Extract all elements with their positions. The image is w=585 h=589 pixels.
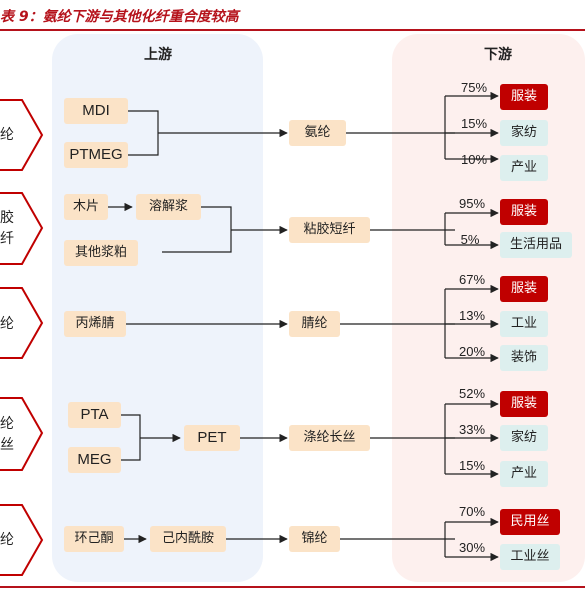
output-row3-industry: 工业: [500, 311, 548, 337]
title-rule: [0, 29, 585, 31]
share-row3-1: 67%: [458, 272, 486, 287]
raw-material-cyclohexanone: 环己酮: [64, 526, 124, 552]
bottom-rule: [0, 586, 585, 588]
share-row5-2: 30%: [458, 540, 486, 555]
share-row3-3: 20%: [458, 344, 486, 359]
output-row3-decoration: 装饰: [500, 345, 548, 371]
hexagon-row4: [0, 397, 44, 471]
output-row3-apparel: 服装: [500, 276, 548, 302]
downstream-header: 下游: [484, 47, 512, 63]
hexagon-row5: [0, 504, 44, 576]
product-spandex: 氨纶: [289, 120, 346, 146]
figure-title: 表 9：氨纶下游与其他化纤重合度较高: [0, 9, 239, 25]
share-row5-1: 70%: [458, 504, 486, 519]
fiber-hexagons: [0, 99, 44, 576]
hexagon-row1: [0, 99, 44, 171]
raw-material-wood-chips: 木片: [64, 194, 108, 220]
product-polyester-filament: 涤纶长丝: [289, 425, 370, 451]
output-row4-apparel: 服装: [500, 391, 548, 417]
intermediate-pet: PET: [184, 425, 240, 451]
raw-material-acrylonitrile: 丙烯腈: [64, 311, 126, 337]
output-row1-home-textile: 家纺: [500, 120, 548, 146]
share-row2-2: 5%: [460, 232, 480, 247]
output-row1-apparel: 服装: [500, 84, 548, 110]
fiber-label-row2-line1: 胶: [0, 210, 14, 226]
share-row4-1: 52%: [458, 386, 486, 401]
output-row5-civil-yarn: 民用丝: [500, 509, 560, 535]
output-row5-industrial-yarn: 工业丝: [500, 544, 560, 570]
share-row2-1: 95%: [458, 196, 486, 211]
share-row1-1: 75%: [460, 80, 488, 95]
fiber-label-row3: 纶: [0, 316, 14, 332]
share-row4-2: 33%: [458, 422, 486, 437]
output-row2-daily-goods: 生活用品: [500, 232, 572, 258]
fiber-label-row5: 纶: [0, 532, 14, 548]
raw-material-meg: MEG: [68, 447, 121, 473]
output-row4-industry: 产业: [500, 461, 548, 487]
hexagon-row2: [0, 192, 44, 265]
raw-material-dissolving-pulp: 溶解浆: [136, 194, 201, 220]
fiber-label-row1: 纶: [0, 127, 14, 143]
fiber-label-row4-line1: 纶: [0, 416, 14, 432]
product-acrylic: 腈纶: [289, 311, 340, 337]
raw-material-caprolactam: 己内酰胺: [150, 526, 226, 552]
fiber-label-row4-line2: 丝: [0, 437, 14, 453]
raw-material-other-pulp: 其他浆粕: [64, 240, 138, 266]
product-viscose-staple: 粘胶短纤: [289, 217, 370, 243]
output-row4-home-textile: 家纺: [500, 425, 548, 451]
share-row4-3: 15%: [458, 458, 486, 473]
share-row3-2: 13%: [458, 308, 486, 323]
raw-material-mdi: MDI: [64, 98, 128, 124]
upstream-header: 上游: [144, 47, 172, 63]
output-row2-apparel: 服装: [500, 199, 548, 225]
hexagon-row3: [0, 287, 44, 359]
downstream-panel: [392, 34, 585, 582]
share-row1-2: 15%: [460, 116, 488, 131]
product-nylon: 锦纶: [289, 526, 340, 552]
raw-material-pta: PTA: [68, 402, 121, 428]
share-row1-3: 10%: [460, 152, 488, 167]
output-row1-industry: 产业: [500, 155, 548, 181]
fiber-label-row2-line2: 纤: [0, 231, 14, 247]
raw-material-ptmeg: PTMEG: [64, 142, 128, 168]
